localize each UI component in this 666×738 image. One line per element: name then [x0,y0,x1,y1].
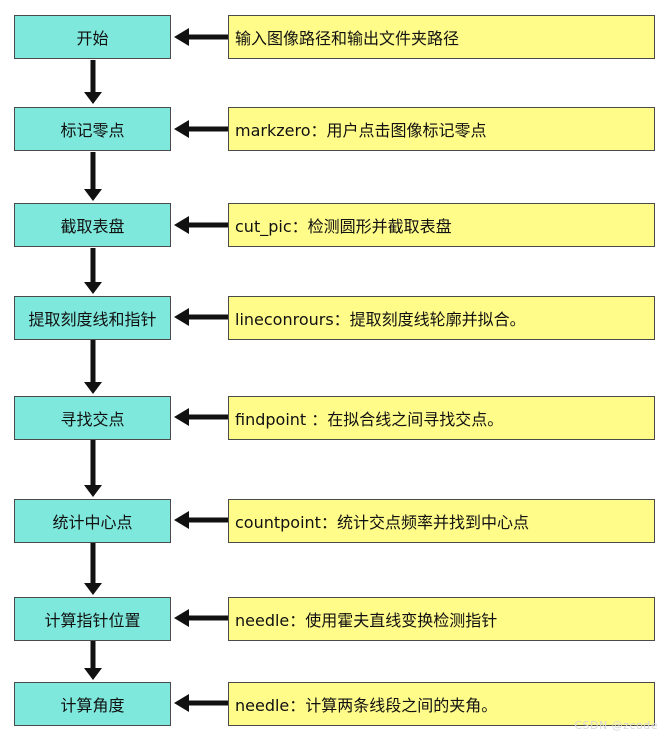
note-arrowhead-1 [174,28,189,46]
flow-arrowhead-1 [84,92,102,104]
step-compute-angle: 计算角度 [14,682,171,726]
step-mark-zero: 标记零点 [14,107,171,151]
step-needle-position: 计算指针位置 [14,597,171,641]
flow-arrowhead-3 [84,282,102,294]
note-arrowhead-3 [174,216,189,234]
note-arrowhead-6 [174,511,189,529]
step-count-center: 统计中心点 [14,499,171,543]
flow-arrowhead-2 [84,189,102,201]
note-arrowhead-7 [174,609,189,627]
note-count-center: countpoint：统计交点频率并找到中心点 [228,499,655,543]
note-start: 输入图像路径和输出文件夹路径 [228,15,655,59]
note-arrowhead-8 [174,694,189,712]
step-extract-lines: 提取刻度线和指针 [14,296,171,340]
step-start: 开始 [14,15,171,59]
note-mark-zero: markzero：用户点击图像标记零点 [228,107,655,151]
flow-arrowhead-6 [84,583,102,595]
flow-arrowhead-5 [84,485,102,497]
flow-arrowhead-7 [84,668,102,680]
flow-arrowhead-4 [84,382,102,394]
step-crop-dial: 截取表盘 [14,203,171,247]
note-arrowhead-5 [174,408,189,426]
note-arrowhead-2 [174,120,189,138]
note-arrowhead-4 [174,308,189,326]
note-needle-position: needle：使用霍夫直线变换检测指针 [228,597,655,641]
note-crop-dial: cut_pic：检测圆形并截取表盘 [228,203,655,247]
step-find-intersections: 寻找交点 [14,396,171,440]
note-find-intersections: findpoint ：在拟合线之间寻找交点。 [228,396,655,440]
note-extract-lines: lineconrours：提取刻度线轮廓并拟合。 [228,296,655,340]
note-compute-angle: needle：计算两条线段之间的夹角。 [228,682,655,726]
watermark: CSDN @zcode [574,719,658,732]
